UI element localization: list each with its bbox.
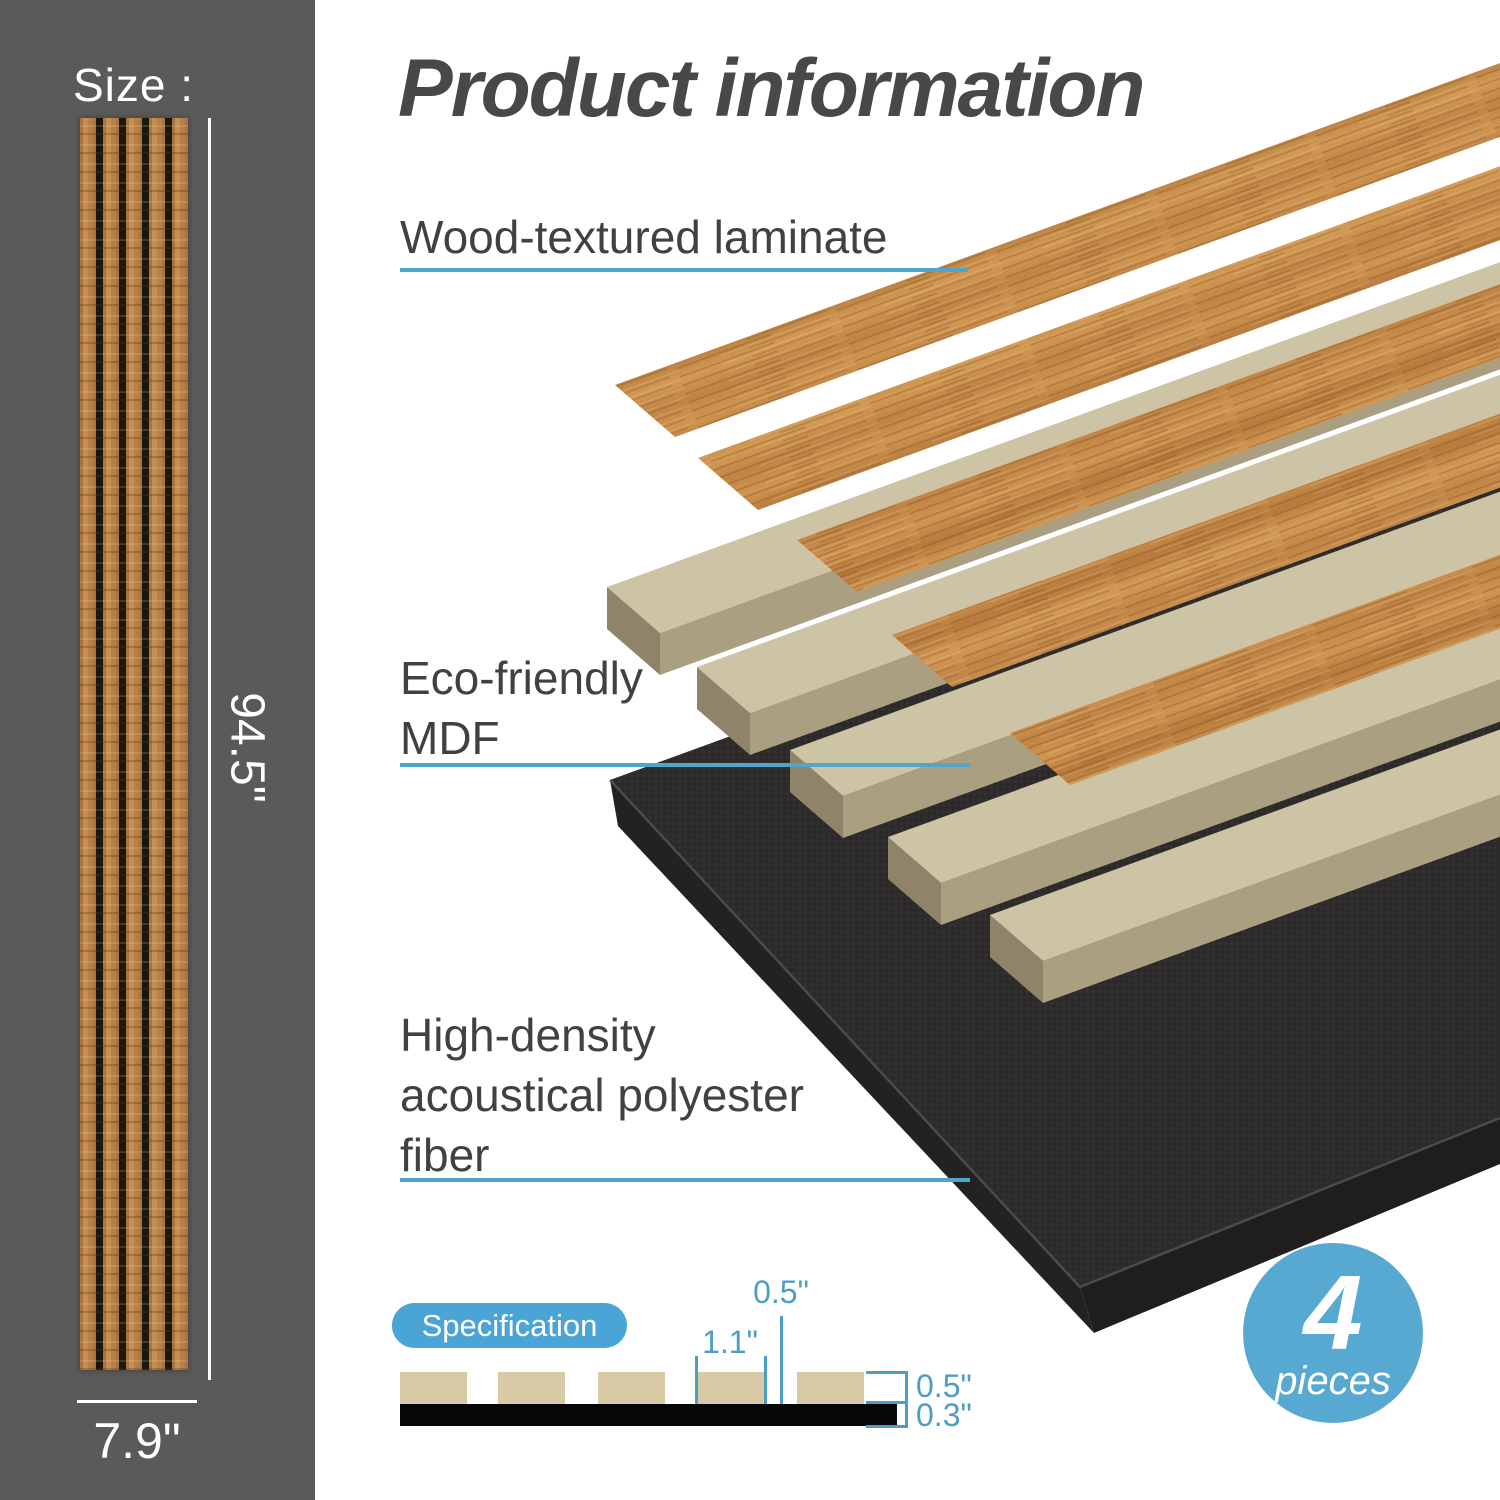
callout-fiber-line2: acoustical polyester: [400, 1069, 804, 1121]
dim-tick-bottom: [866, 1425, 908, 1428]
dim-slat-width-line-left: [695, 1356, 698, 1404]
wood-strip: [1010, 554, 1500, 785]
dim-tick-connector: [905, 1371, 908, 1428]
size-label: Size :: [73, 59, 195, 111]
dim-groove-width-line: [780, 1316, 783, 1404]
size-sidebar: Size : 94.5" 7.9": [0, 0, 315, 1500]
spec-slat: [797, 1372, 864, 1404]
dim-tick-top: [866, 1371, 908, 1374]
callout-fiber-line3: fiber: [400, 1129, 490, 1181]
dim-slat-width-label: 1.1": [702, 1324, 758, 1360]
mdf-strip: [990, 729, 1500, 1003]
callout-fiber-underline: [400, 1178, 970, 1182]
spec-slat: [400, 1372, 467, 1404]
width-dimension-line: [77, 1400, 197, 1403]
callout-mdf-line1: Eco-friendly: [400, 652, 643, 704]
pieces-badge: 4 pieces: [1243, 1243, 1423, 1423]
callout-mdf-label: Eco-friendly MDF: [400, 648, 643, 768]
spec-slat: [598, 1372, 665, 1404]
dim-panel-thickness-label: 0.5": [916, 1368, 972, 1404]
dim-slat-width-line-right: [764, 1356, 767, 1404]
slat-panel-image: [80, 118, 188, 1370]
callout-fiber-label: High-density acoustical polyester fiber: [400, 1005, 804, 1185]
wood-laminate-strips: [615, 63, 1500, 785]
spec-slat: [498, 1372, 565, 1404]
width-dimension-label: 7.9": [93, 1413, 181, 1469]
wood-strip: [797, 284, 1500, 592]
pieces-count: 4: [1303, 1254, 1363, 1372]
wood-strip: [892, 413, 1500, 687]
spec-slat: [697, 1372, 764, 1404]
page-title: Product information: [398, 43, 1146, 134]
pieces-unit: pieces: [1275, 1359, 1391, 1403]
dim-groove-width-label: 0.5": [753, 1274, 809, 1310]
spec-felt-strip: [400, 1404, 897, 1426]
callout-fiber-line1: High-density: [400, 1009, 656, 1061]
height-dimension-label: 94.5": [220, 692, 274, 803]
height-dimension-line: [208, 118, 211, 1380]
spec-badge: Specification: [392, 1303, 627, 1348]
callout-mdf-line2: MDF: [400, 712, 500, 764]
callout-laminate-label: Wood-textured laminate: [400, 211, 888, 263]
dim-felt-thickness-label: 0.3": [916, 1397, 972, 1433]
callout-mdf-underline: [400, 763, 970, 767]
dim-tick-middle: [866, 1401, 908, 1404]
wood-strip: [615, 63, 1500, 437]
wood-strip: [698, 166, 1500, 510]
callout-laminate-underline: [400, 268, 968, 272]
